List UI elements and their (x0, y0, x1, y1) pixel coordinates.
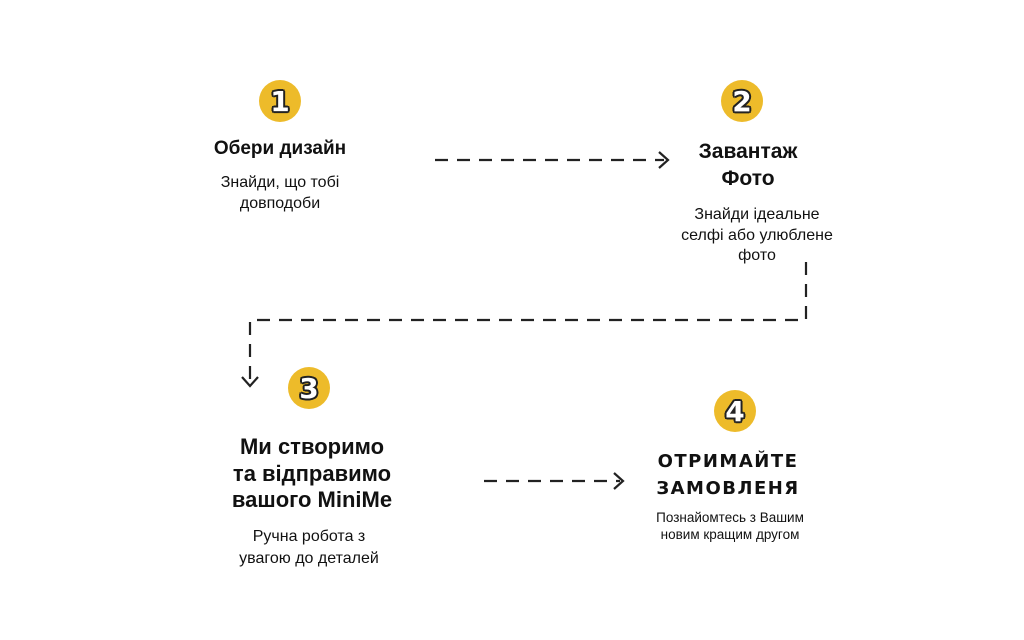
step-3-subtitle-line-1: Ручна робота з (252, 528, 366, 545)
arrowhead-2 (241, 376, 259, 388)
step-1-subtitle-line-2: довподоби (239, 195, 321, 212)
step-1-subtitle-line-1: Знайди, що тобі (220, 174, 340, 191)
step-3-badge: 3 (288, 367, 330, 409)
step-2-title-line-2: Фото (721, 167, 775, 190)
step-2-subtitle-line-1: Знайди ідеальне (694, 206, 820, 223)
step-4-title-line-2: ЗАМОВЛЕНЯ (656, 478, 800, 499)
step-4-title-line-1: ОТРИМАЙТЕ (657, 451, 799, 472)
step-3-title-line-2: та відправимо (232, 461, 392, 486)
step-2-badge: 2 (721, 80, 763, 122)
step-1-title: Обери дизайн (213, 138, 347, 159)
step-2-title-line-1: Завантаж (698, 140, 798, 163)
arrowhead-1 (658, 151, 670, 169)
step-3-subtitle-line-2: увагою до деталей (239, 550, 379, 567)
arrowhead-3 (613, 472, 625, 490)
step-2-subtitle-line-2: селфі або улюблене (681, 227, 833, 244)
step-4-badge: 4 (714, 390, 756, 432)
step-3-title-line-3: вашого MiniMe (231, 487, 393, 512)
step-3-title-line-1: Ми створимо (239, 434, 385, 459)
connector-2-to-3 (248, 262, 808, 383)
step-1-badge: 1 (259, 80, 301, 122)
step-2-subtitle-line-3: фото (738, 247, 776, 264)
step-4-subtitle-line-2: новим кращим другом (660, 527, 800, 542)
step-4-subtitle-line-1: Познайомтесь з Вашим (656, 510, 804, 525)
